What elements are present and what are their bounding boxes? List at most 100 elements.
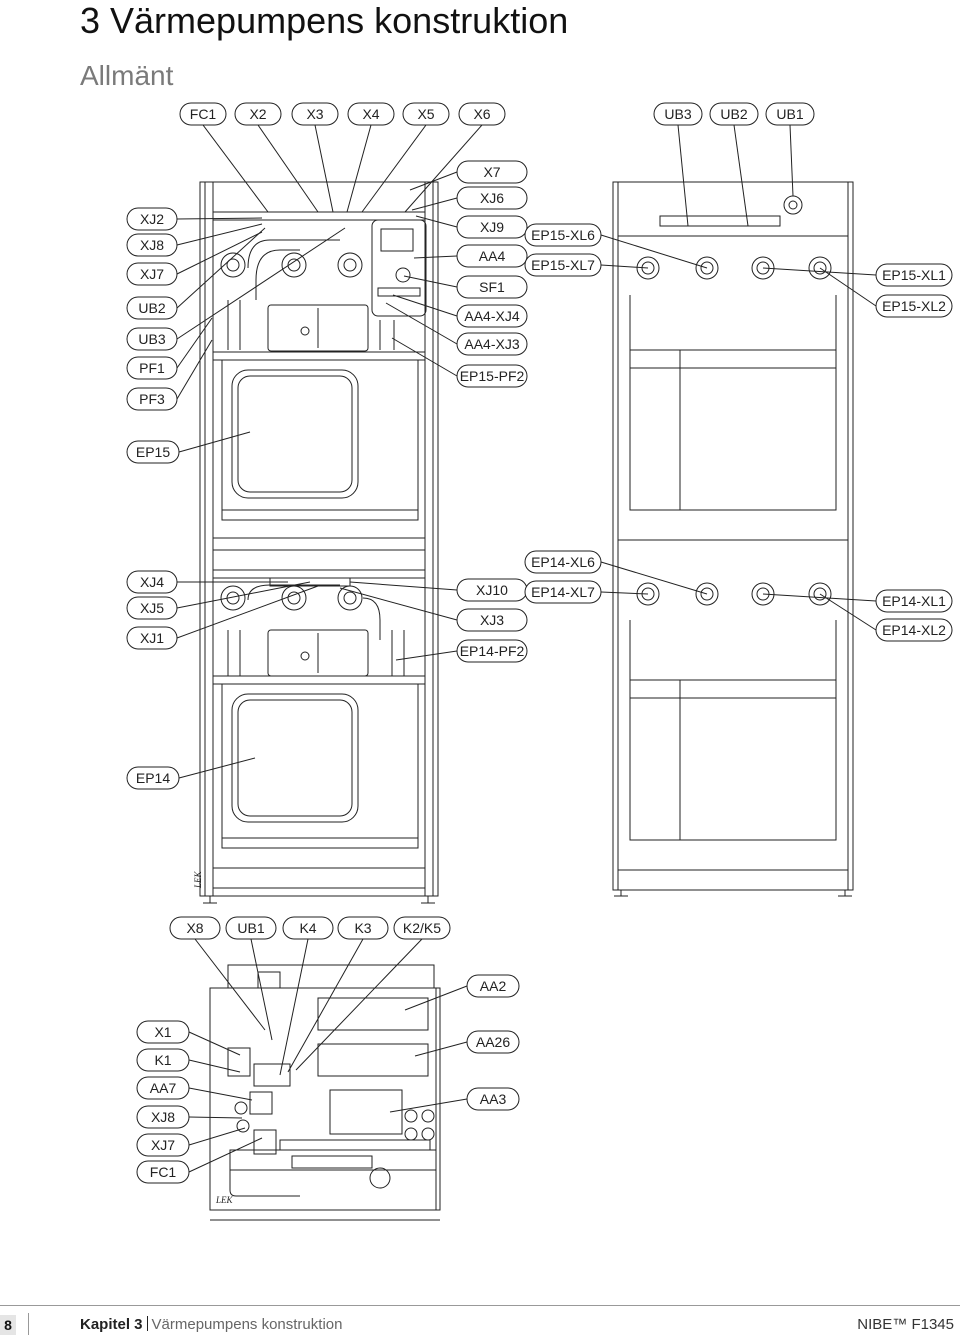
callout-label: SF1 (456, 275, 528, 299)
callout-label: X6 (458, 102, 506, 126)
leader-line (176, 217, 263, 220)
callout-label: X1 (136, 1020, 190, 1044)
leader-line (414, 1041, 468, 1057)
callout-label: AA4 (456, 244, 528, 268)
callout-label-text: UB2 (138, 300, 165, 316)
callout-label: XJ6 (456, 186, 528, 210)
callout-label: EP15-PF2 (456, 364, 528, 388)
leader-line (176, 317, 213, 369)
callout-label-text: XJ8 (151, 1109, 175, 1125)
callout-label: UB3 (653, 102, 703, 126)
leader-line (789, 124, 794, 197)
leader-line (415, 215, 458, 228)
callout-label-text: X3 (306, 106, 323, 122)
callout-label: XJ3 (456, 608, 528, 632)
callout-label-text: UB3 (664, 106, 691, 122)
leader-line (314, 124, 334, 213)
leader-line (176, 231, 263, 275)
callout-label: XJ10 (456, 578, 528, 602)
callout-label-text: AA26 (476, 1034, 510, 1050)
callout-label: XJ1 (126, 626, 178, 650)
callout-label: FC1 (136, 1160, 190, 1184)
callout-label: XJ7 (126, 262, 178, 286)
callout-label-text: AA3 (480, 1091, 507, 1107)
callout-label: EP14-PF2 (456, 639, 528, 663)
callout-label-text: X5 (417, 106, 434, 122)
leader-line (188, 1127, 246, 1146)
callout-label-text: EP15-XL1 (882, 267, 946, 283)
callout-label: EP15-XL7 (524, 253, 602, 277)
callout-label: AA3 (466, 1087, 520, 1111)
compressor-box-icon (267, 304, 369, 352)
callout-label-text: EP14 (136, 770, 170, 786)
callout-label-text: X2 (249, 106, 266, 122)
callout-label-text: EP14-XL7 (531, 584, 595, 600)
callout-label-text: FC1 (190, 106, 217, 122)
leader-line (413, 255, 458, 259)
side-cabinet-outline (612, 181, 854, 891)
leader-line (411, 197, 458, 211)
callout-label-text: XJ2 (140, 211, 164, 227)
callout-label: X7 (456, 160, 528, 184)
leader-line (176, 339, 213, 400)
callout-label-text: EP14-XL6 (531, 554, 595, 570)
callout-label: XJ9 (456, 215, 528, 239)
callout-label-text: PF1 (139, 360, 165, 376)
footer-divider (28, 1313, 29, 1335)
callout-label-text: EP15-XL2 (882, 298, 946, 314)
callout-label-text: EP14-XL2 (882, 622, 946, 638)
callout-label-text: UB1 (237, 920, 264, 936)
callout-label: XJ2 (126, 207, 178, 231)
callout-label-text: XJ6 (480, 190, 504, 206)
callout-label: EP15 (126, 440, 180, 464)
leader-line (361, 124, 427, 213)
display-panel-icon (371, 219, 427, 317)
leader-line (409, 171, 458, 191)
callout-label-text: X4 (362, 106, 379, 122)
callout-label: EP15-XL6 (524, 223, 602, 247)
leader-line (339, 587, 458, 621)
page-number: 8 (0, 1315, 16, 1335)
leader-line (385, 302, 458, 345)
callout-label-text: XJ7 (140, 266, 164, 282)
callout-label-text: SF1 (479, 279, 505, 295)
callout-label-text: EP14-PF2 (460, 643, 525, 659)
callout-label: UB2 (126, 296, 178, 320)
callout-label: EP14-XL6 (524, 550, 602, 574)
leader-line (188, 1137, 263, 1173)
callout-label-text: EP15-PF2 (460, 368, 525, 384)
leader-line (287, 938, 364, 1073)
leader-line (188, 1116, 243, 1119)
callout-label: EP14-XL2 (875, 618, 953, 642)
callout-label-text: XJ7 (151, 1137, 175, 1153)
callout-label: PF1 (126, 356, 178, 380)
leader-line (176, 223, 263, 246)
callout-label-text: XJ10 (476, 582, 508, 598)
callout-label: PF3 (126, 387, 178, 411)
callout-label-text: X8 (186, 920, 203, 936)
callout-label-text: EP15 (136, 444, 170, 460)
callout-label: AA4-XJ4 (456, 304, 528, 328)
callout-label: UB1 (765, 102, 815, 126)
callout-label-text: XJ3 (480, 612, 504, 628)
callout-label: EP15-XL2 (875, 294, 953, 318)
leader-line (178, 757, 256, 779)
callout-label: AA7 (136, 1076, 190, 1100)
leader-line (349, 581, 458, 591)
callout-label-text: K1 (154, 1052, 171, 1068)
callout-label-text: UB3 (138, 331, 165, 347)
control-knob-icon (395, 267, 411, 283)
callout-label: UB1 (225, 916, 277, 940)
leader-line (257, 124, 319, 213)
callout-label: EP14 (126, 766, 180, 790)
callout-label-text: X6 (473, 106, 490, 122)
footer-chapter-name: Värmepumpens konstruktion (151, 1316, 343, 1333)
callout-label: EP15-XL1 (875, 263, 953, 287)
leader-line (279, 938, 309, 1076)
leader-line (762, 593, 877, 602)
leader-line (733, 124, 749, 227)
callout-label-text: EP15-XL6 (531, 227, 595, 243)
callout-label: UB2 (709, 102, 759, 126)
leader-line (600, 591, 649, 595)
